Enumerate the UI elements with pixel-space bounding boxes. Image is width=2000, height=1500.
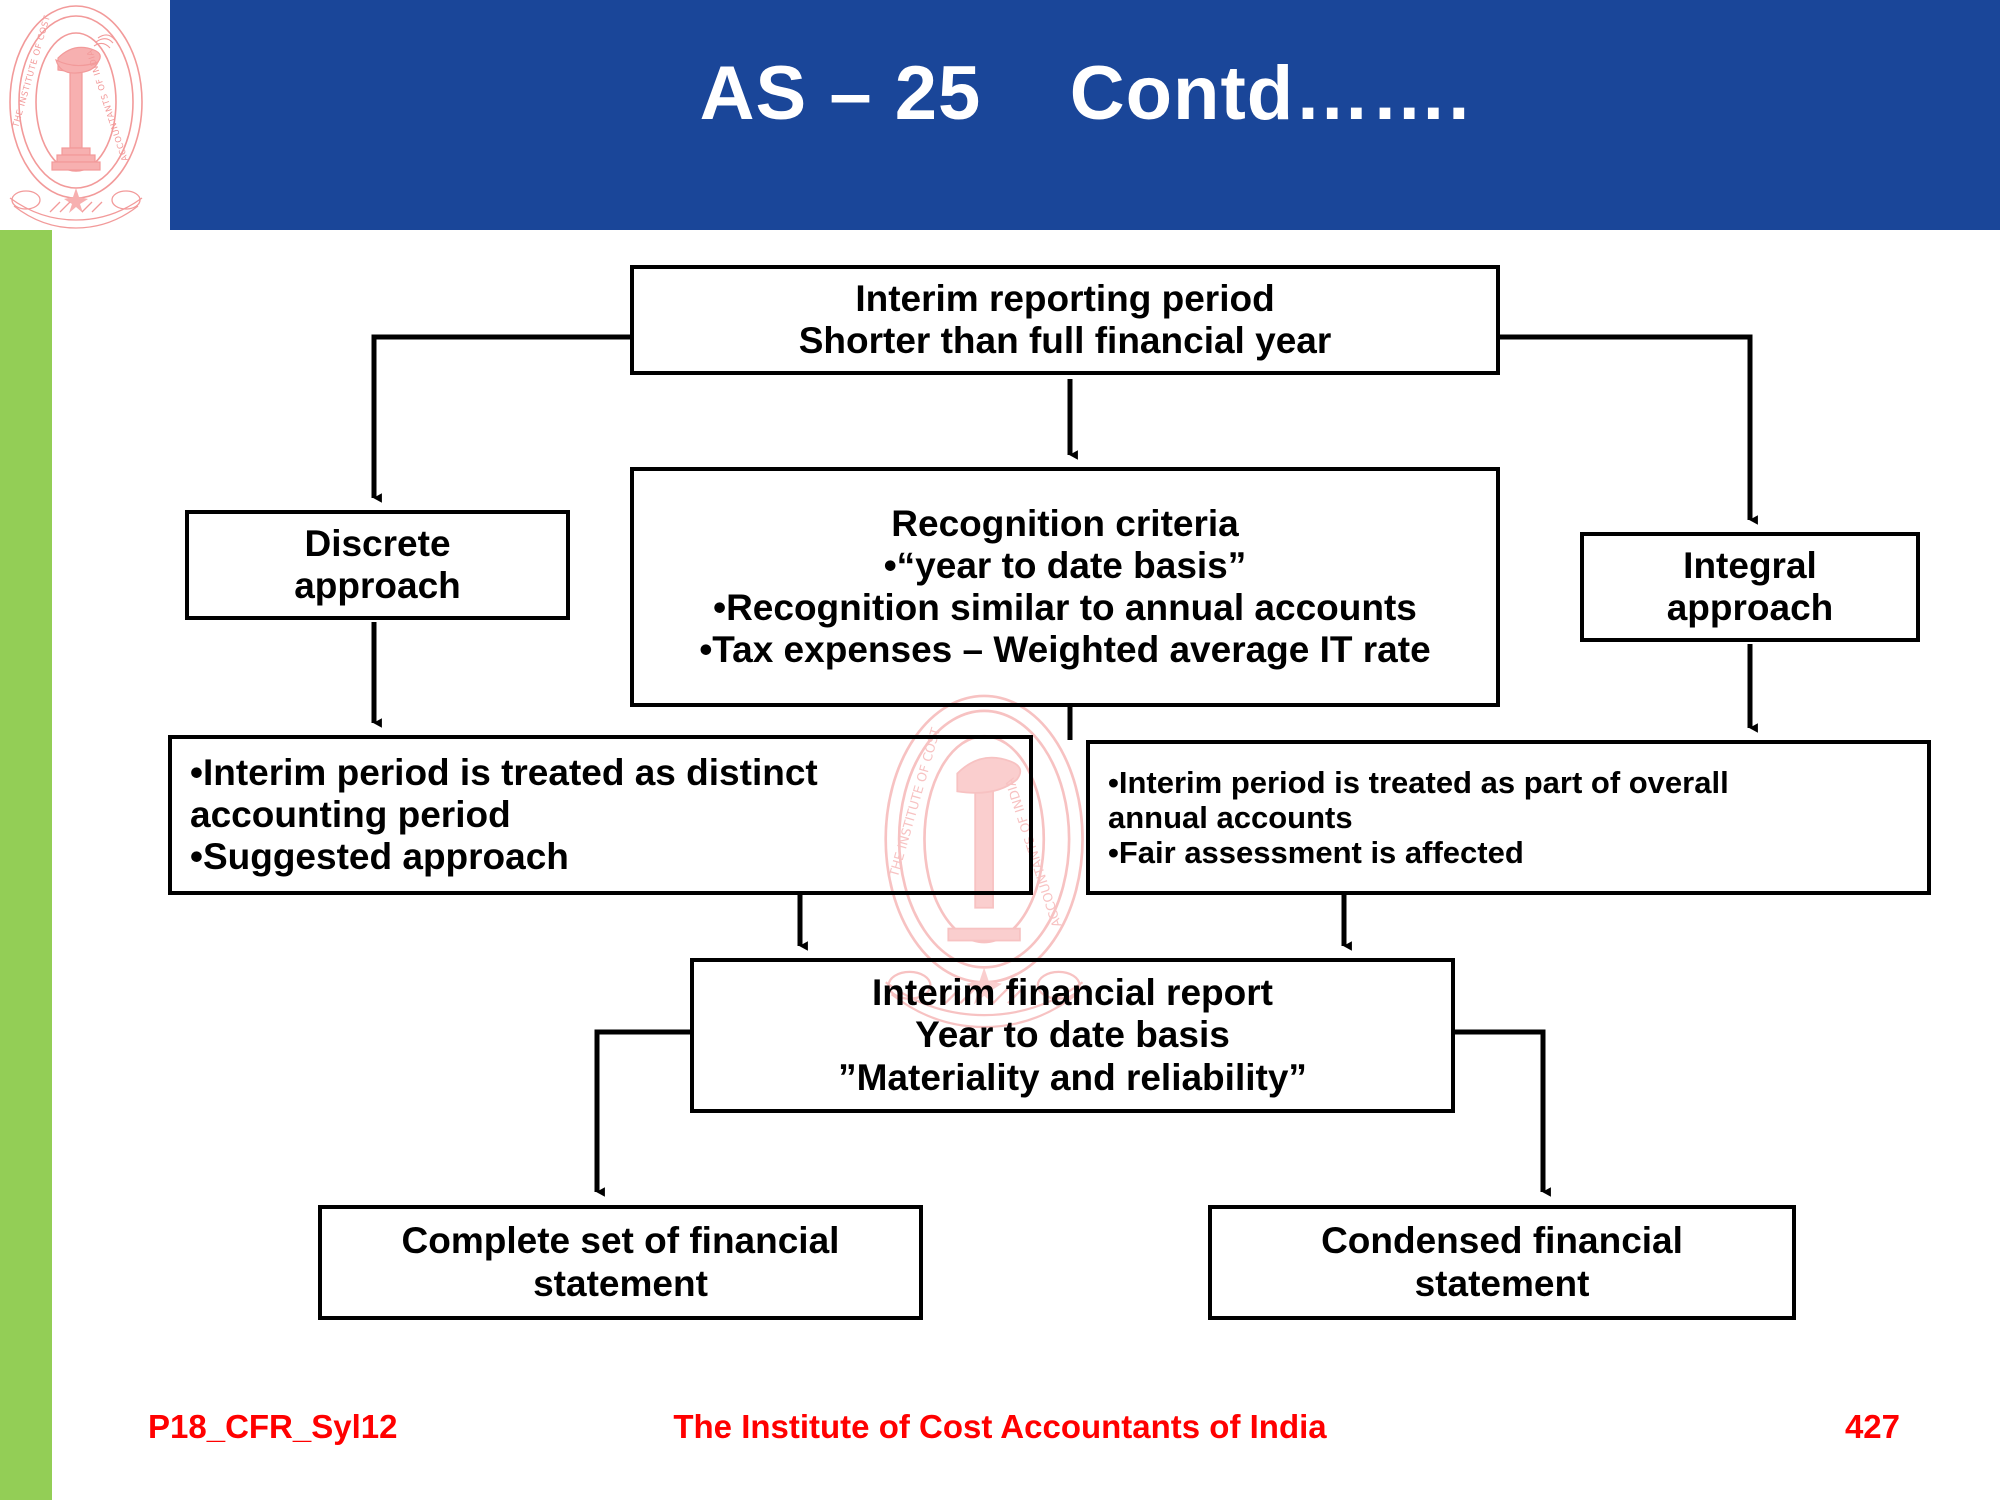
box-line: Year to date basis — [915, 1014, 1230, 1056]
left-green-accent-bar — [0, 230, 52, 1500]
box-line: Discrete — [304, 522, 451, 564]
box-line: Complete set of financial — [401, 1220, 840, 1262]
box-condensed-financial-statement[interactable]: Condensed financial statement — [1208, 1205, 1796, 1320]
box-line: Shorter than full financial year — [798, 320, 1332, 361]
box-line: •Interim period is treated as part of ov… — [1108, 764, 1729, 800]
page-title: AS – 25 Contd……. — [699, 51, 1471, 136]
box-recognition-criteria[interactable]: Recognition criteria •“year to date basi… — [630, 467, 1500, 707]
footer-subject-code: P18_CFR_Syl12 — [148, 1408, 398, 1445]
header-band — [170, 0, 2000, 230]
box-line: Condensed financial — [1321, 1220, 1683, 1262]
box-line: •Recognition similar to annual accounts — [713, 587, 1417, 628]
footer-page-number: 427 — [1844, 1408, 1900, 1445]
box-line: •Tax expenses – Weighted average IT rate — [699, 629, 1431, 671]
box-line: approach — [1666, 587, 1834, 628]
box-line: approach — [294, 565, 461, 606]
box-integral-approach[interactable]: Integral approach — [1580, 532, 1920, 642]
box-line: Recognition criteria — [891, 502, 1239, 544]
box-interim-period-distinct[interactable]: •Interim period is treated as distinct a… — [168, 735, 1033, 895]
box-interim-financial-report[interactable]: Interim financial report Year to date ba… — [690, 958, 1455, 1113]
arrow-report-to-condensed — [1455, 1029, 1551, 1197]
footer-institute-name: The Institute of Cost Accountants of Ind… — [673, 1408, 1327, 1445]
arrow-top-to-discrete — [371, 334, 630, 503]
box-complete-set-of-financial-statement[interactable]: Complete set of financial statement — [318, 1205, 923, 1320]
box-line: ”Materiality and reliability” — [838, 1056, 1307, 1098]
box-line: •Fair assessment is affected — [1108, 835, 1524, 871]
box-line: annual accounts — [1108, 799, 1353, 835]
box-line: statement — [1414, 1262, 1590, 1304]
box-line: Integral — [1683, 544, 1817, 586]
box-interim-period-part-of-overall[interactable]: •Interim period is treated as part of ov… — [1086, 740, 1931, 895]
box-discrete-approach[interactable]: Discrete approach — [185, 510, 570, 620]
box-line: •“year to date basis” — [883, 544, 1247, 586]
box-line: •Suggested approach — [190, 836, 569, 878]
arrow-report-to-complete — [594, 1029, 690, 1197]
box-line: accounting period — [190, 793, 511, 835]
box-line: Interim reporting period — [855, 277, 1275, 319]
box-line: Interim financial report — [872, 972, 1273, 1014]
box-line: •Interim period is treated as distinct — [190, 751, 818, 793]
box-interim-reporting-period[interactable]: Interim reporting period Shorter than fu… — [630, 265, 1500, 375]
box-line: statement — [533, 1262, 708, 1304]
arrow-top-to-integral — [1500, 334, 1758, 525]
